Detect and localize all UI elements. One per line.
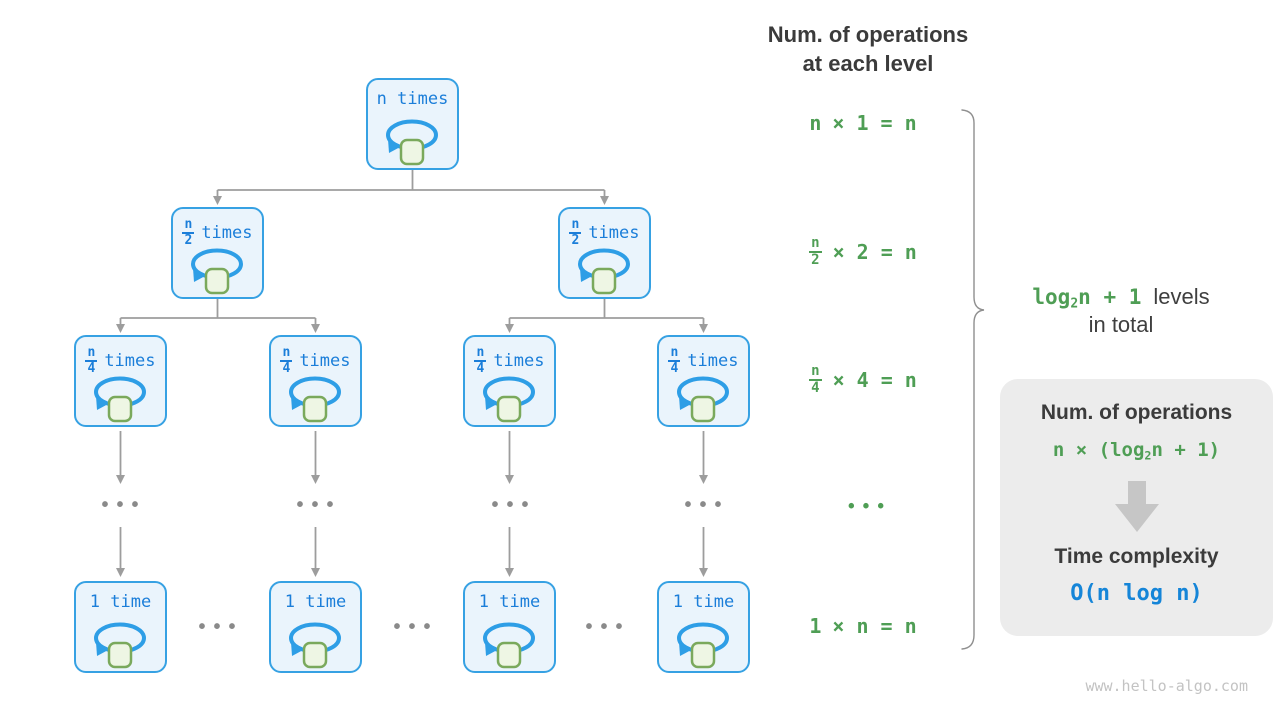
ellipsis-leaf-gap-1: ••• [198,616,244,638]
loop-icon [94,622,146,669]
node-label-text: 1 time [89,592,152,612]
loop-icon [677,622,729,669]
loop-icon [483,622,535,669]
tree-node-leaf-3: 1 time [463,581,556,673]
loop-icon [94,376,146,423]
ellipsis-branch-3: ••• [491,494,537,516]
loop-icon [677,376,729,423]
log-formula: log2n + 1 [1032,285,1142,312]
node-label: n times [368,89,457,109]
summary-panel: Num. of operations n × (log2n + 1) Time … [1000,379,1273,636]
ellipsis-branch-1: ••• [101,494,147,516]
ellipsis-branch-4: ••• [684,494,730,516]
ellipsis-leaf-gap-3: ••• [585,616,631,638]
operations-formula: n × (log2n + 1) [1052,439,1221,463]
panel-title-operations: Num. of operations [1040,401,1233,424]
node-label: 1 time [465,592,554,612]
ellipsis-branch-2: ••• [296,494,342,516]
ops-level-1: n × 1 = n [809,111,917,135]
node-label: 1 time [76,592,165,612]
column-header-line2: at each level [802,51,934,76]
watermark: www.hello-algo.com [1085,677,1248,695]
loop-icon [289,622,341,669]
loop-icon [289,376,341,423]
node-label-text: times [493,351,545,372]
node-label-text: 1 time [672,592,735,612]
loop-icon [578,248,630,295]
column-header: Num. of operations at each level [748,20,988,78]
loop-icon [386,119,438,166]
panel-title-complexity: Time complexity [1054,545,1219,568]
complexity-formula: O(n log n) [1070,581,1203,606]
ops-level-last: 1 × n = n [809,614,917,638]
node-label: 1 time [271,592,360,612]
tree-node-leaf-4: 1 time [657,581,750,673]
node-label-text: times [201,223,253,244]
column-header-line1: Num. of operations [767,22,969,47]
node-label-text: 1 time [478,592,541,612]
node-label-text: times [104,351,156,372]
levels-total-label: log2n + 1 levels in total [1032,284,1210,337]
node-label-text: times [687,351,739,372]
node-label-text: times [299,351,351,372]
ellipsis-leaf-gap-2: ••• [393,616,439,638]
tree-node-leaf-2: 1 time [269,581,362,673]
ops-ellipsis: ••• [848,496,892,517]
tree-node-leaf-1: 1 time [74,581,167,673]
loop-icon [191,248,243,295]
node-label: 1 time [659,592,748,612]
node-label-text: n times [376,89,449,109]
node-label-text: times [588,223,640,244]
down-arrow-icon [1114,481,1159,532]
node-label-text: 1 time [284,592,347,612]
tree-node-root: n times [366,78,459,170]
loop-icon [483,376,535,423]
